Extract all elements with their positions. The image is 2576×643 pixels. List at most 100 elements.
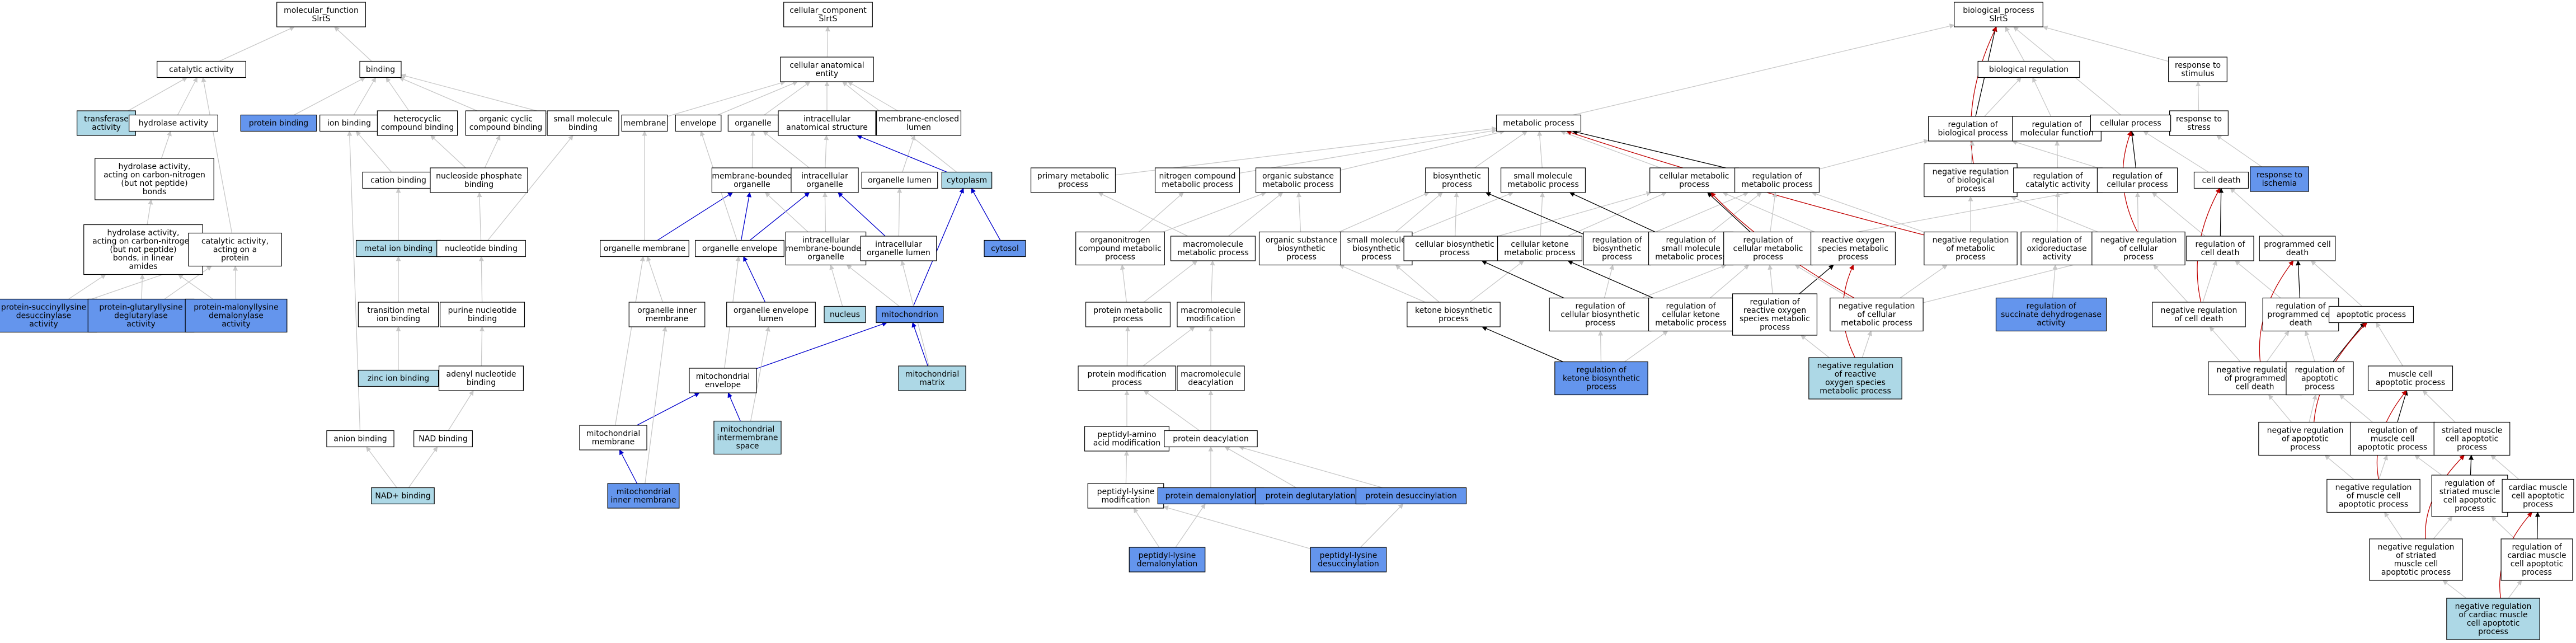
- go-term-hyd[interactable]: hydrolase activity: [129, 114, 218, 132]
- go-term-bind[interactable]: binding: [359, 60, 402, 78]
- go-term-mib[interactable]: metal ion binding: [355, 240, 441, 257]
- go-term-nucb[interactable]: nucleotide binding: [436, 240, 526, 257]
- go-term-nadpb[interactable]: NAD+ binding: [371, 487, 435, 505]
- go-term-pdesuc[interactable]: protein desuccinylation: [1355, 487, 1467, 505]
- go-term-pdemal[interactable]: protein demalonylation: [1157, 487, 1265, 505]
- go-term-metab[interactable]: metabolic process: [1496, 114, 1582, 132]
- go-term-pbind[interactable]: protein binding: [240, 114, 317, 132]
- go-term-om[interactable]: organelle membrane: [600, 240, 689, 257]
- go-term-oe[interactable]: organelle envelope: [695, 240, 784, 257]
- go-term-cd[interactable]: cell death: [2193, 171, 2249, 189]
- go-term-ionb[interactable]: ion binding: [319, 114, 379, 132]
- go-term-pmal[interactable]: protein-malonyllysinedemalonylaseactivit…: [185, 298, 288, 333]
- go-term-cytosol[interactable]: cytosol: [984, 240, 1026, 257]
- go-term-pdeac[interactable]: protein deacylation: [1164, 430, 1258, 448]
- go-term-nuc[interactable]: nucleus: [824, 306, 866, 323]
- go-term-mito[interactable]: mitochondrion: [876, 306, 944, 323]
- go-term-pglu[interactable]: protein-glutaryllysinedeglutarylaseactiv…: [87, 298, 195, 333]
- go-term-anib[interactable]: anion binding: [326, 430, 394, 448]
- go-term-pdeglu[interactable]: protein deglutarylation: [1254, 487, 1366, 505]
- go-term-catb[interactable]: cation binding: [362, 171, 435, 189]
- go-term-cyto[interactable]: cytoplasm: [941, 171, 993, 189]
- go-term-breg[interactable]: biological regulation: [1977, 60, 2080, 78]
- go-term-znb[interactable]: zinc ion binding: [358, 369, 439, 387]
- go-term-hydcnl[interactable]: hydrolase activity,acting on carbon-nitr…: [83, 224, 203, 275]
- go-term-cellp[interactable]: cellular process: [2090, 114, 2171, 132]
- go-term-psuc[interactable]: protein-succinyllysinedesuccinylaseactiv…: [0, 298, 97, 333]
- go-term-hydcn[interactable]: hydrolase activity,acting on carbon-nitr…: [95, 158, 214, 200]
